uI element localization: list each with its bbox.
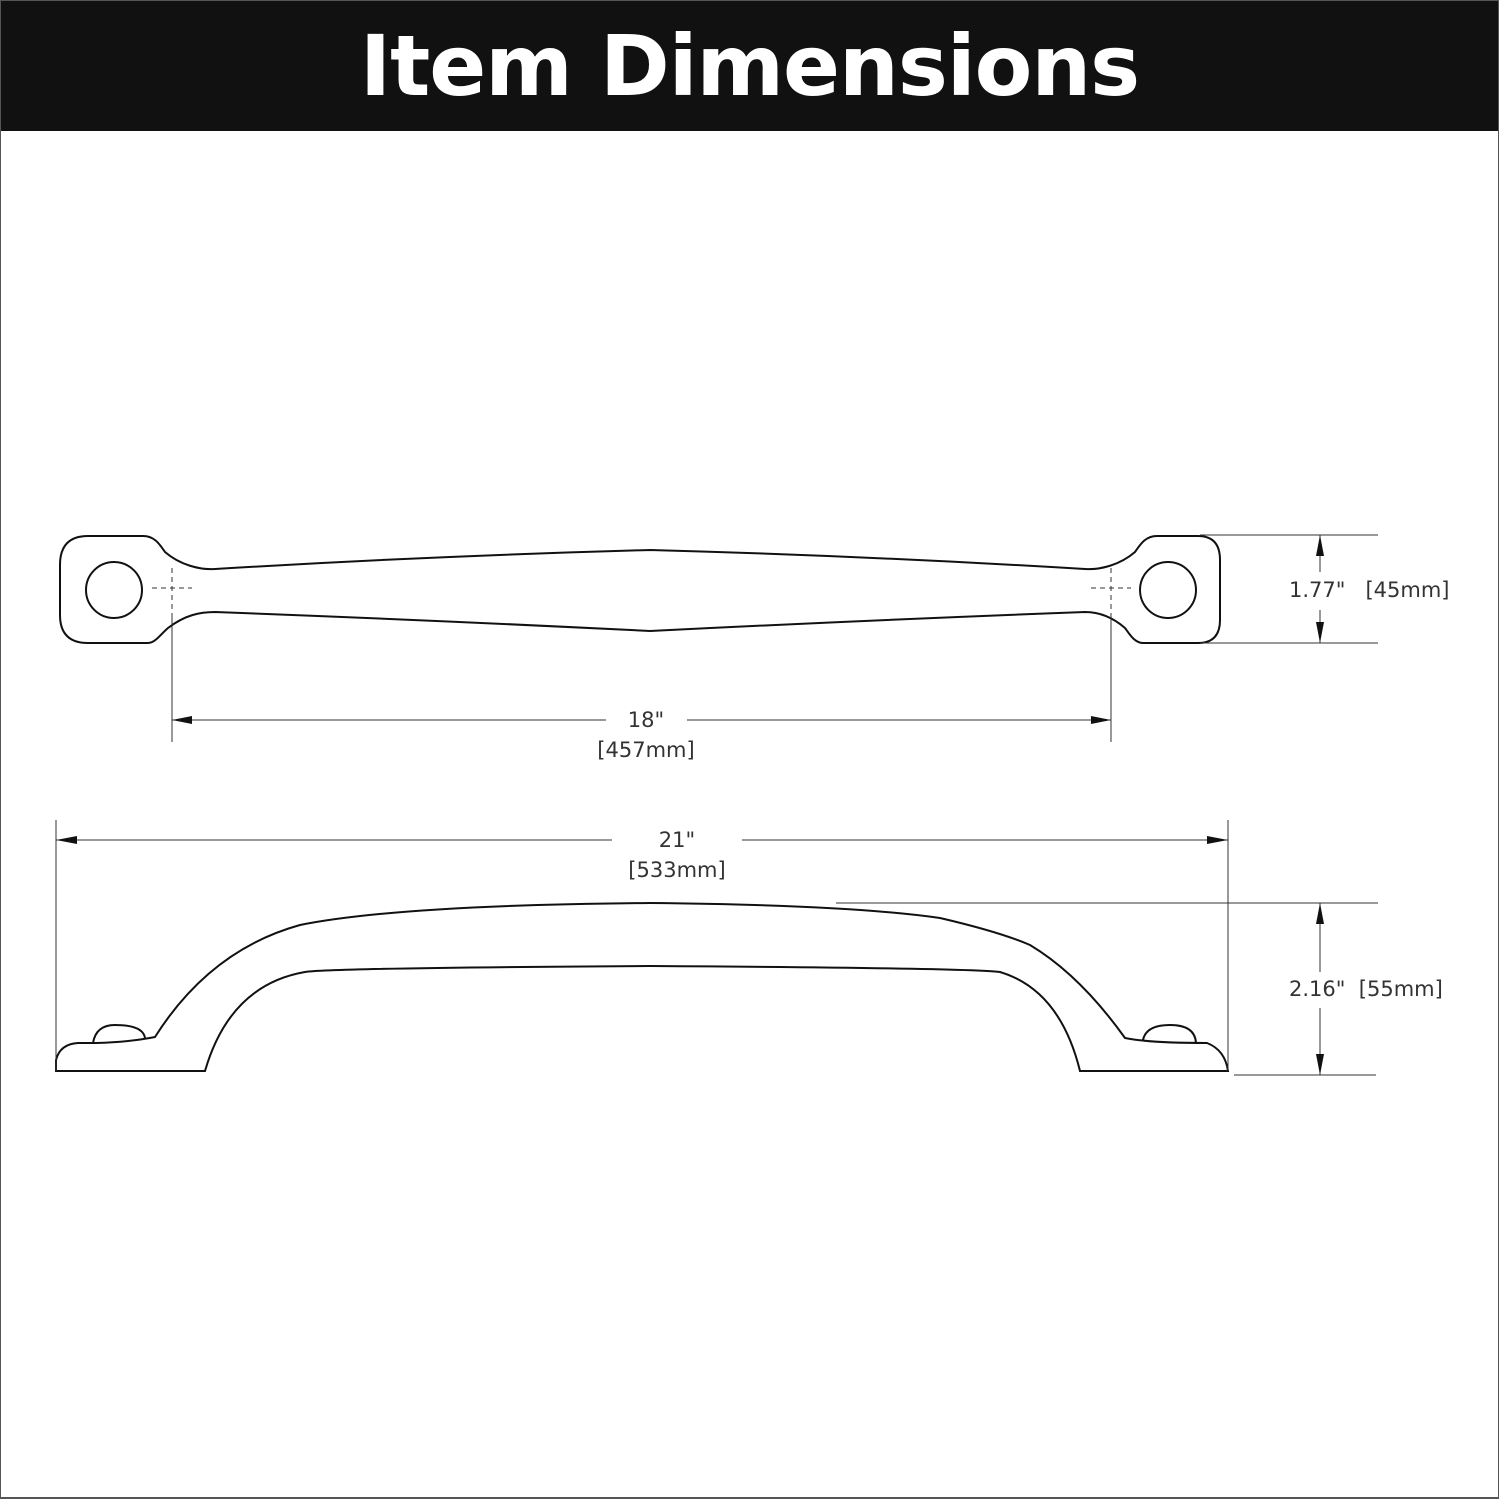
height-mm: [45mm]: [1365, 578, 1450, 602]
center-marks: [152, 568, 1131, 616]
height-dimension-label: 1.77" [45mm]: [1289, 580, 1449, 601]
overall-length-dimension: [55, 820, 1229, 1071]
hole-spacing-mm: [457mm]: [597, 738, 695, 762]
projection-mm: [55mm]: [1358, 977, 1443, 1001]
height-inches: 1.77": [1289, 578, 1346, 602]
title-banner: Item Dimensions: [1, 1, 1498, 131]
left-screw-boss: [92, 1023, 146, 1044]
overall-length-mm: [533mm]: [628, 858, 726, 882]
hole-spacing-inches: 18": [627, 708, 665, 732]
overall-length-inches: 21": [658, 828, 696, 852]
top-view-handle: [59, 535, 1221, 644]
projection-dimension-label: 2.16" [55mm]: [1289, 979, 1443, 1000]
height-dimension: [1200, 534, 1378, 644]
left-mounting-hole: [85, 561, 143, 619]
right-screw-boss: [1142, 1023, 1197, 1044]
hole-spacing-label: 18" [457mm]: [597, 710, 694, 761]
page-title: Item Dimensions: [359, 17, 1140, 115]
projection-inches: 2.16": [1289, 977, 1346, 1001]
overall-length-label: 21" [533mm]: [628, 830, 725, 881]
side-view-handle: [55, 901, 1230, 1072]
hole-spacing-dimension: [171, 616, 1112, 742]
projection-dimension: [836, 902, 1378, 1076]
right-mounting-hole: [1139, 561, 1197, 619]
